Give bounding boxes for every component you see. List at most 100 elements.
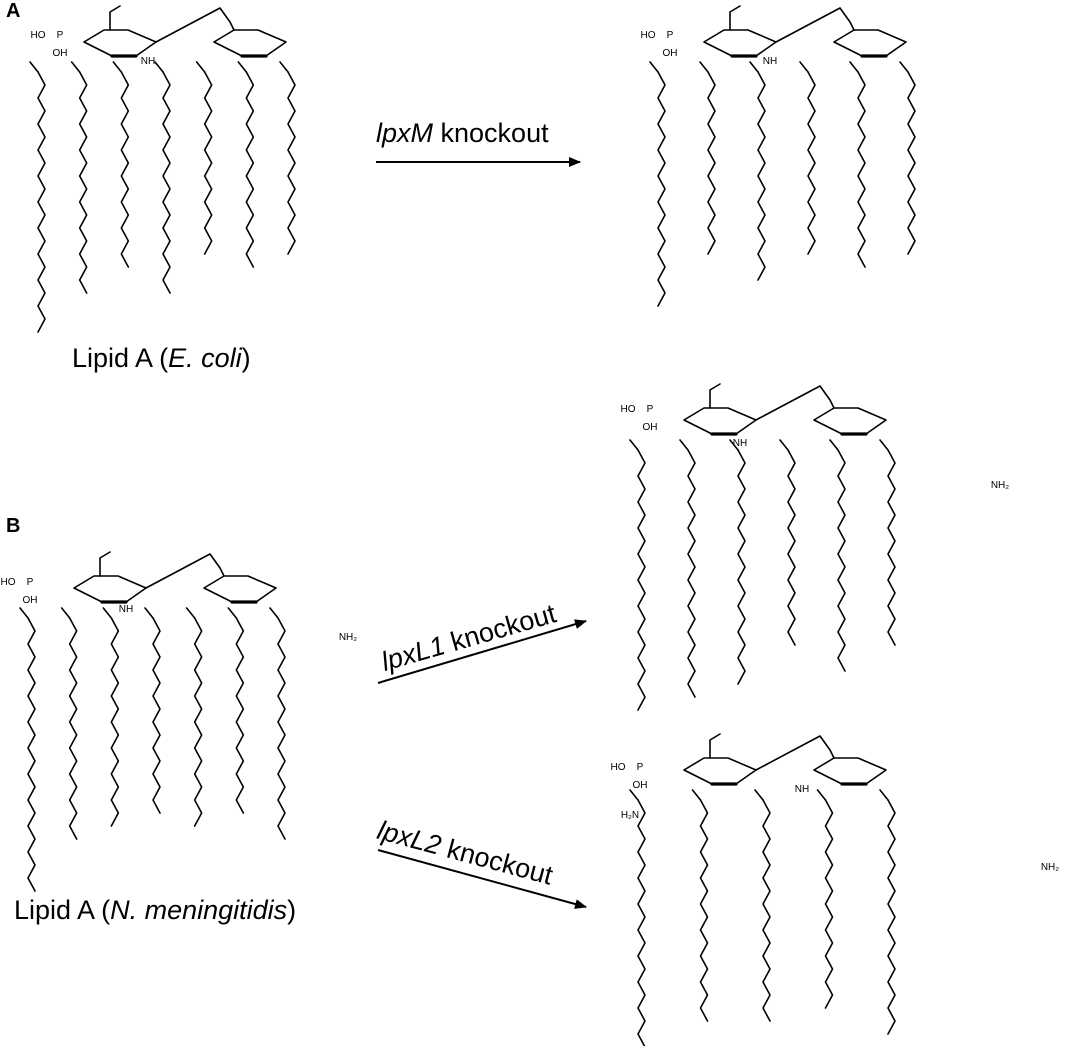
ch2oh-bond — [99, 551, 111, 577]
hydroxyl-label: HO — [641, 30, 656, 41]
carbonyl-bond — [729, 439, 739, 451]
carbonyl-bond — [829, 439, 839, 451]
glycosidic-bond — [155, 7, 235, 43]
ch2oh-bond — [709, 733, 721, 759]
acyl-chain — [807, 71, 816, 255]
amine-label: H₂N — [621, 810, 639, 821]
hydroxyl-label: HO — [621, 404, 636, 415]
acyl-chain — [162, 71, 171, 294]
acyl-chain — [27, 617, 36, 892]
acyl-chain — [235, 617, 245, 814]
carbonyl-bond — [60, 607, 71, 619]
acyl-chain — [857, 71, 866, 268]
arrow-lpxl1 — [377, 619, 587, 684]
hydroxyl-label: HO — [31, 30, 46, 41]
acyl-chain — [762, 799, 771, 1022]
caption-nmeningitidis: Lipid A (N. meningitidis) — [14, 895, 297, 925]
amide-nh-label: NH — [141, 56, 155, 67]
hydroxyl-label: OH — [643, 422, 658, 433]
carbonyl-bond — [102, 607, 113, 619]
carbonyl-bond — [849, 61, 859, 73]
amide-nh-label: NH — [119, 604, 133, 615]
phosphorus-label: P — [647, 404, 654, 415]
carbonyl-bond — [754, 789, 764, 801]
carbonyl-bond — [799, 61, 809, 73]
amide-nh-label: NH — [795, 784, 809, 795]
acyl-chain — [637, 449, 646, 711]
acyl-chain — [245, 71, 255, 268]
label-lpxm-knockout: lpxM knockout — [376, 118, 549, 148]
acyl-chain — [887, 449, 896, 646]
panel-label-b: B — [6, 515, 21, 537]
carbonyl-bond — [144, 607, 154, 619]
arrow-lpxl2 — [377, 849, 587, 909]
sugar-ring-2 — [833, 29, 907, 57]
carbonyl-bond — [779, 439, 789, 451]
sugar-ring-1 — [73, 575, 147, 603]
amine-label: NH₂ — [339, 632, 357, 643]
hydroxyl-label: OH — [633, 780, 648, 791]
acyl-chain — [707, 71, 716, 255]
acyl-chain — [787, 449, 796, 646]
acyl-chain — [193, 617, 203, 827]
carbonyl-bond — [899, 61, 909, 73]
lipid-a-ecoli-structure — [29, 5, 296, 333]
hydroxyl-label: OH — [23, 595, 38, 606]
lipid-a-nmeningitidis-structure — [19, 551, 286, 892]
carbonyl-bond — [185, 607, 196, 619]
glycosidic-bond — [775, 7, 855, 43]
acyl-chain — [203, 71, 213, 255]
acyl-chain — [824, 799, 834, 1009]
hydroxyl-label: OH — [663, 48, 678, 59]
carbonyl-bond — [269, 607, 279, 619]
acyl-chain — [637, 799, 646, 1048]
amide-nh-label: NH — [763, 56, 777, 67]
acyl-chain — [110, 617, 120, 827]
sugar-ring-2 — [813, 757, 887, 785]
lpxl1-product-structure — [629, 383, 896, 711]
acyl-chain — [78, 71, 88, 294]
carbonyl-bond — [70, 61, 81, 73]
hydroxyl-label: HO — [611, 762, 626, 773]
acyl-chain — [120, 71, 130, 268]
acyl-chain — [152, 617, 161, 814]
sugar-ring-2 — [813, 407, 887, 435]
amine-label: NH₂ — [991, 480, 1009, 491]
amide-nh-label: NH — [733, 438, 747, 449]
sugar-ring-1 — [703, 29, 777, 57]
hydroxyl-label: OH — [53, 48, 68, 59]
sugar-ring-1 — [683, 407, 757, 435]
carbonyl-bond — [154, 61, 164, 73]
sugar-ring-1 — [83, 29, 157, 57]
carbonyl-bond — [227, 607, 238, 619]
carbonyl-bond — [691, 789, 702, 801]
acyl-chain — [287, 71, 296, 255]
glycosidic-bond — [145, 553, 225, 589]
ch2oh-bond — [729, 5, 741, 31]
carbonyl-bond — [649, 61, 659, 73]
acyl-chain — [837, 449, 846, 672]
carbonyl-bond — [699, 61, 709, 73]
lpxm-product-structure — [649, 5, 916, 307]
acyl-chain — [757, 71, 766, 281]
glycosidic-bond — [755, 385, 835, 421]
amine-label: NH₂ — [1041, 862, 1059, 873]
sugar-ring-1 — [683, 757, 757, 785]
acyl-chain — [887, 799, 896, 1035]
caption-ecoli: Lipid A (E. coli) — [72, 343, 251, 373]
acyl-chain — [687, 449, 696, 698]
acyl-chain — [907, 71, 916, 255]
hydroxyl-label: HO — [1, 577, 16, 588]
sugar-ring-2 — [203, 575, 277, 603]
carbonyl-bond — [629, 789, 639, 801]
acyl-chain — [737, 449, 746, 685]
phosphorus-label: P — [27, 577, 34, 588]
carbonyl-bond — [816, 789, 827, 801]
panel-label-a: A — [6, 0, 21, 22]
acyl-chain — [277, 617, 286, 840]
glycosidic-bond — [755, 735, 835, 771]
phosphorus-label: P — [57, 30, 64, 41]
carbonyl-bond — [237, 61, 248, 73]
